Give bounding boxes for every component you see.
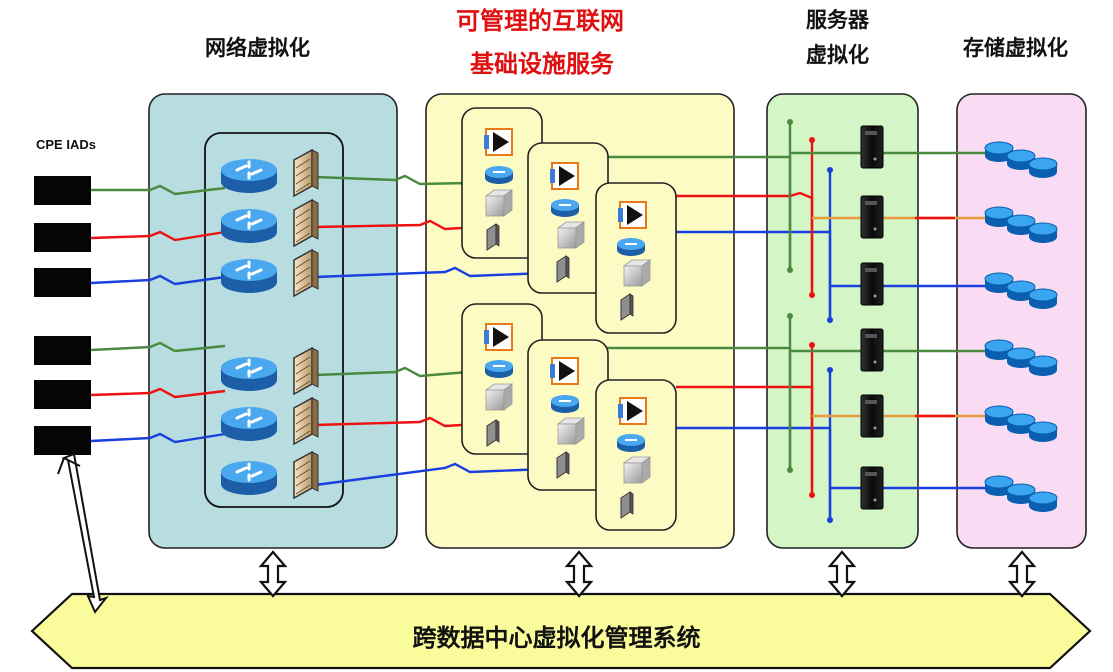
link-green [314,174,469,186]
link-blue [90,274,226,286]
switch-icon [550,394,580,414]
infra-service-groups [461,107,677,531]
load-balancer-icon [483,323,513,351]
switch-icon [484,359,514,379]
infrastructure-services-title-line2: 基础设施服务 [470,50,614,78]
server-icon [860,262,884,306]
router-icon [219,207,279,245]
bidirectional-arrow-icon [1008,550,1036,598]
cpe-iads-label: CPE IADs [36,137,96,152]
link-blue [314,266,597,279]
load-balancer-icon [549,162,579,190]
service-group [595,182,677,334]
cpe-banner-arrow [57,452,109,614]
cpe-device-icon [34,268,91,297]
link-blue [314,462,597,487]
box-icon [485,383,513,411]
link-green [91,184,226,196]
cpe-device-icon [34,176,91,205]
bidirectional-arrow-icon [828,550,856,598]
network-links [90,122,985,520]
router-icon [219,355,279,393]
server-icon [860,195,884,239]
link-red [90,230,226,242]
box-icon [557,221,585,249]
switch-icon [616,433,646,453]
link-blue [90,432,226,444]
server-icon [860,328,884,372]
management-system-banner [30,592,1092,670]
bidirectional-arrow-icon [259,550,287,598]
cpe-device-icon [34,223,91,252]
link-green [90,341,226,353]
server-virtualization-title-line2: 虚拟化 [806,43,869,67]
switch-icon [616,237,646,257]
network-virtualization-title: 网络虚拟化 [205,36,310,60]
load-balancer-icon [617,201,647,229]
infrastructure-services-title-line1: 可管理的互联网 [456,7,624,35]
cpe-device-icon [34,380,91,409]
cpe-devices [34,176,91,455]
box-icon [623,259,651,287]
service-group [595,379,677,531]
router-icon [219,405,279,443]
bus-junctions [787,119,833,523]
box-icon [557,417,585,445]
link-green [314,366,469,378]
cpe-device-icon [34,426,91,455]
server-icon [860,466,884,510]
switch-icon [550,198,580,218]
network-virtualization-panel [148,93,398,549]
load-balancer-icon [617,397,647,425]
cpe-device-icon [34,336,91,365]
network-device-group [204,132,344,508]
router-icon [219,257,279,295]
load-balancer-icon [483,128,513,156]
box-icon [485,189,513,217]
bidirectional-arrow-icon [565,550,593,598]
server-icon [860,125,884,169]
load-balancer-icon [549,357,579,385]
server-icon [860,394,884,438]
switch-icon [484,165,514,185]
router-icon [219,459,279,497]
server-virtualization-title-line1: 服务器 [806,8,869,32]
management-system-label: 跨数据中心虚拟化管理系统 [412,624,701,652]
box-icon [623,456,651,484]
link-red [90,387,226,399]
storage-virtualization-title: 存储虚拟化 [963,36,1068,60]
router-icon [219,157,279,195]
